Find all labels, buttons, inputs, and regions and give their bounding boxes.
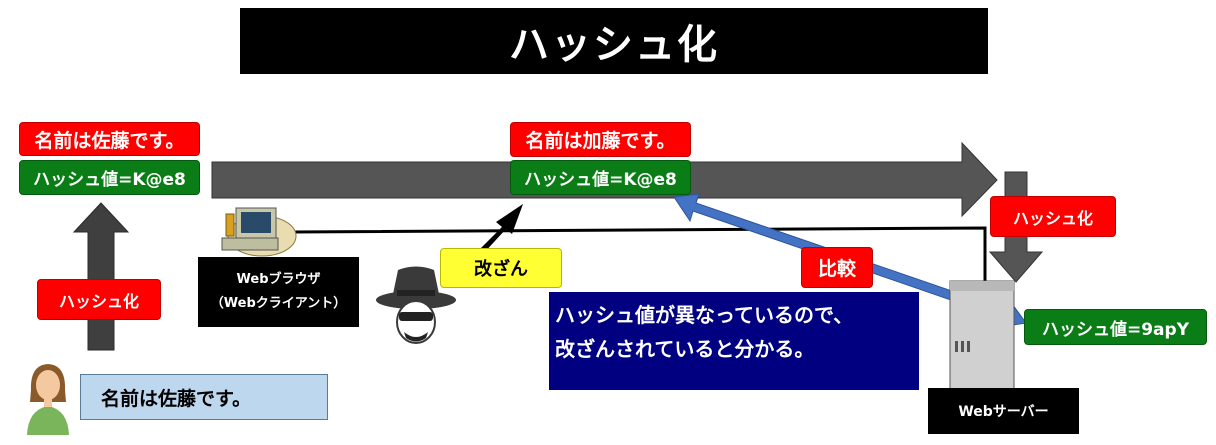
tampered-message-box: 名前は加藤です。 [510,122,691,157]
tamper-label: 改ざん [440,248,562,288]
server-hash-box: ハッシュ値=9apY [1024,309,1207,345]
network-line [291,226,987,285]
server-icon [949,280,1015,392]
sender-message-box: 名前は佐藤です。 [19,122,200,156]
hash-up-arrow [72,202,130,351]
page-title: ハッシュ化 [240,8,988,74]
compare-label: 比較 [801,247,873,288]
hacker-icon [376,266,456,344]
computer-icon [221,207,297,257]
explanation-line2: 改ざんされていると分かる。 [555,337,815,361]
sender-hash-box: ハッシュ値=K@e8 [19,160,200,195]
explanation-line1: ハッシュ値が異なっているので、 [555,303,854,327]
browser-label-line1: Webブラウザ [236,272,321,287]
transit-hash-box: ハッシュ値=K@e8 [510,160,691,195]
sender-hashify-label: ハッシュ化 [37,279,161,320]
browser-label-line2: （Webクライアント） [210,296,347,311]
browser-label: Webブラウザ （Webクライアント） [198,257,359,327]
user-note: 名前は佐藤です。 [80,374,328,420]
explanation-box: ハッシュ値が異なっているので、 改ざんされていると分かる。 [549,292,919,390]
server-hashify-label: ハッシュ化 [990,196,1116,237]
user-icon [27,364,69,435]
server-label: Webサーバー [928,388,1079,434]
